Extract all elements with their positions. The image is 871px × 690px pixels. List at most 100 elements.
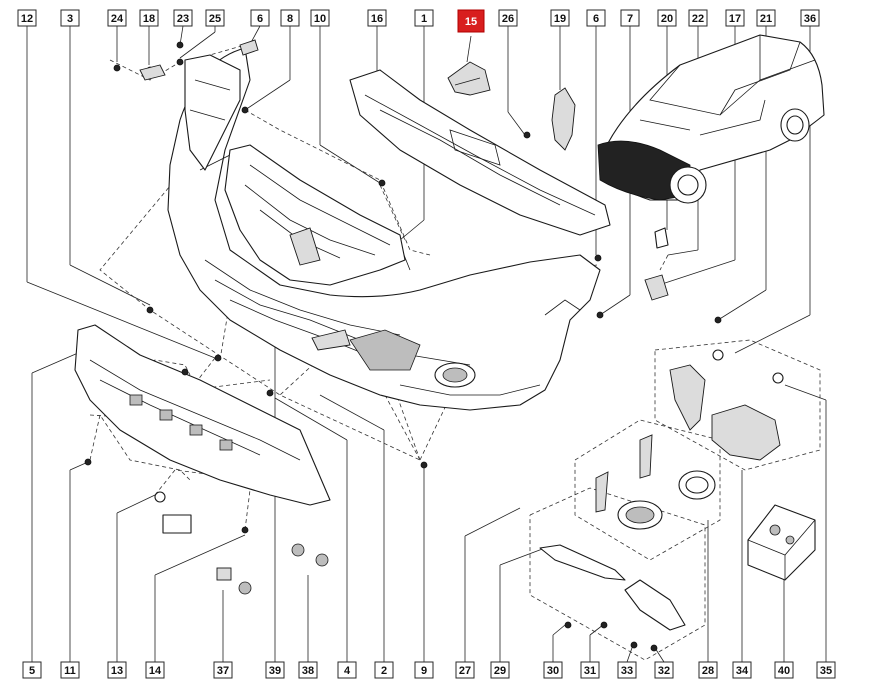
fog-lamp-parts bbox=[539, 349, 816, 631]
callout-box bbox=[60, 9, 80, 27]
callout-number: 26 bbox=[502, 13, 514, 25]
callout-9: 9 bbox=[414, 661, 434, 679]
part-19-bracket bbox=[523, 87, 576, 151]
callout-19: 19 bbox=[550, 9, 570, 27]
callout-29: 29 bbox=[490, 661, 510, 679]
callout-37: 37 bbox=[213, 661, 233, 679]
callout-35: 35 bbox=[816, 661, 836, 679]
callout-number: 13 bbox=[111, 665, 123, 677]
callout-box bbox=[17, 9, 37, 27]
callout-box bbox=[774, 661, 794, 679]
callout-1: 1 bbox=[414, 9, 434, 27]
callout-box bbox=[414, 661, 434, 679]
callout-12: 12 bbox=[17, 9, 37, 27]
lower-grille bbox=[184, 54, 241, 171]
callout-number: 19 bbox=[554, 13, 566, 25]
callout-box bbox=[654, 661, 674, 679]
callout-20: 20 bbox=[657, 9, 677, 27]
callout-box bbox=[620, 9, 640, 27]
callout-number: 4 bbox=[344, 665, 351, 677]
callout-box bbox=[173, 9, 193, 27]
callout-number: 39 bbox=[269, 665, 281, 677]
callout-box bbox=[457, 9, 485, 33]
callout-box bbox=[586, 9, 606, 27]
callout-box bbox=[107, 661, 127, 679]
callout-number: 15 bbox=[465, 16, 477, 28]
callout-34: 34 bbox=[732, 661, 752, 679]
callout-number: 32 bbox=[658, 665, 670, 677]
callout-box bbox=[250, 9, 270, 27]
callout-21: 21 bbox=[756, 9, 776, 27]
callout-26: 26 bbox=[498, 9, 518, 27]
callout-number: 6 bbox=[257, 13, 263, 25]
callout-number: 23 bbox=[177, 13, 189, 25]
callout-2: 2 bbox=[374, 661, 394, 679]
callout-30: 30 bbox=[543, 661, 563, 679]
callout-39: 39 bbox=[265, 661, 285, 679]
callout-box bbox=[455, 661, 475, 679]
callout-31: 31 bbox=[580, 661, 600, 679]
callout-number: 7 bbox=[627, 13, 633, 25]
callout-box bbox=[265, 661, 285, 679]
callout-box bbox=[617, 661, 637, 679]
callout-box bbox=[657, 9, 677, 27]
callout-17: 17 bbox=[725, 9, 745, 27]
callout-33: 33 bbox=[617, 661, 637, 679]
callout-box bbox=[310, 9, 330, 27]
callout-box bbox=[732, 661, 752, 679]
callout-box bbox=[374, 661, 394, 679]
callout-23: 23 bbox=[173, 9, 193, 27]
part-15-bracket bbox=[447, 61, 491, 96]
callout-box bbox=[725, 9, 745, 27]
callout-number: 25 bbox=[209, 13, 221, 25]
callout-box bbox=[337, 661, 357, 679]
callout-number: 2 bbox=[381, 665, 387, 677]
callout-box bbox=[490, 661, 510, 679]
callout-box bbox=[688, 9, 708, 27]
callout-number: 37 bbox=[217, 665, 229, 677]
callout-number: 10 bbox=[314, 13, 326, 25]
callout-number: 1 bbox=[421, 13, 427, 25]
callout-box bbox=[550, 9, 570, 27]
callout-16: 16 bbox=[367, 9, 387, 27]
callout-number: 18 bbox=[143, 13, 155, 25]
callout-box bbox=[756, 9, 776, 27]
callout-5: 5 bbox=[22, 661, 42, 679]
callout-24: 24 bbox=[107, 9, 127, 27]
callout-box bbox=[60, 661, 80, 679]
callout-number: 5 bbox=[29, 665, 35, 677]
callout-number: 27 bbox=[459, 665, 471, 677]
callout-number: 16 bbox=[371, 13, 383, 25]
callout-7: 7 bbox=[620, 9, 640, 27]
callout-box bbox=[414, 9, 434, 27]
callout-number: 40 bbox=[778, 665, 790, 677]
callout-number: 17 bbox=[729, 13, 741, 25]
callout-box bbox=[22, 661, 42, 679]
callout-number: 33 bbox=[621, 665, 633, 677]
callout-18: 18 bbox=[139, 9, 159, 27]
callout-number: 29 bbox=[494, 665, 506, 677]
callout-27: 27 bbox=[455, 661, 475, 679]
callout-number: 28 bbox=[702, 665, 714, 677]
callout-11: 11 bbox=[60, 661, 80, 679]
callout-box bbox=[107, 9, 127, 27]
callout-box bbox=[816, 661, 836, 679]
callout-40: 40 bbox=[774, 661, 794, 679]
callout-number: 38 bbox=[302, 665, 314, 677]
callout-25: 25 bbox=[205, 9, 225, 27]
callout-32: 32 bbox=[654, 661, 674, 679]
callout-box bbox=[213, 661, 233, 679]
callout-box bbox=[205, 9, 225, 27]
callout-box bbox=[498, 9, 518, 27]
callout-number: 11 bbox=[64, 665, 76, 677]
callout-number: 9 bbox=[421, 665, 427, 677]
callout-box bbox=[280, 9, 300, 27]
callout-number: 8 bbox=[287, 13, 293, 25]
callout-14: 14 bbox=[145, 661, 165, 679]
callout-3: 3 bbox=[60, 9, 80, 27]
lower-undertray bbox=[74, 324, 331, 506]
callout-number: 36 bbox=[804, 13, 816, 25]
callout-number: 14 bbox=[149, 665, 162, 677]
callout-box bbox=[543, 661, 563, 679]
callout-number: 21 bbox=[760, 13, 772, 25]
